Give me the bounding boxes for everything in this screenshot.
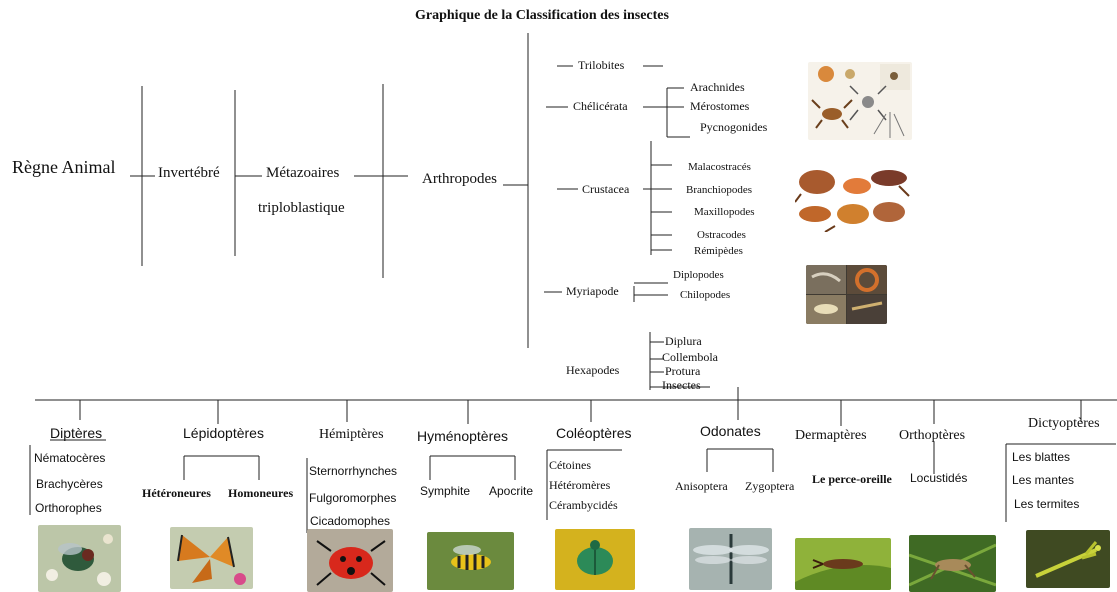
regne-label: Règne Animal [12,157,116,177]
dictyopteres-sub: Les termites [1014,497,1080,511]
hexapodes-child: Insectes [662,378,701,392]
firebug-photo [307,529,393,592]
hemipteres-sub: Fulgoromorphes [309,491,397,505]
grasshopper-photo [909,535,996,592]
invertebre-label: Invertébré [158,165,220,181]
chelicerata-child: Arachnides [690,80,745,94]
crustacea-label: Crustacea [582,182,630,196]
beetle-photo [555,529,635,590]
fly-photo [38,525,121,592]
earwig-photo [795,538,891,590]
order-coleopteres: Coléoptères [556,425,632,441]
order-dermapteres: Dermaptères [795,428,867,443]
order-orthopteres: Orthoptères [899,428,966,443]
myriapod-collage-photo [806,265,887,324]
crustacea-child: Branchiopodes [686,184,752,196]
chelicerata-child: Pycnogonides [700,120,768,134]
orthopteres-sub: Locustidés [910,471,968,485]
hemipteres-sub: Cicadomophes [310,514,391,528]
dictyopteres-sub: Les blattes [1012,450,1071,464]
hexapodes-label: Hexapodes [566,363,620,377]
arthropodes-label: Arthropodes [422,171,497,187]
lepidopteres-sub: Hétéroneures [142,486,211,500]
dictyopteres-sub: Les mantes [1012,473,1075,487]
page-title: Graphique de la Classification des insec… [415,8,669,23]
hemipteres-sub: Sternorrhynches [309,464,398,478]
chelicerata-label: Chélicérata [573,99,628,113]
coleopteres-sub: Cérambycidés [549,498,618,512]
crustacea-child: Rémipèdes [694,245,743,257]
order-dictyopteres: Dictyoptères [1028,416,1100,431]
myriapode-child: Chilopodes [680,289,731,301]
chelicerata-child: Mérostomes [690,99,750,113]
dipteres-sub: Brachycères [36,477,103,491]
butterfly-photo [170,527,253,589]
odonates-sub: Zygoptera [745,479,795,493]
hexapodes-child: Protura [665,364,701,378]
hymenopteres-sub: Symphite [420,484,471,498]
myriapode-label: Myriapode [566,284,619,298]
metazoaires-label: Métazoaires [266,165,340,181]
triploblastique-label: triploblastique [258,200,345,216]
hexapodes-child: Diplura [665,334,702,348]
dipteres-sub: Orthorophes [35,501,102,515]
hymenopteres-sub: Apocrite [489,484,534,498]
coleopteres-sub: Hétéromères [549,478,611,492]
crustacea-child: Maxillopodes [694,206,755,218]
crustacea-child: Malacostracés [688,161,751,173]
wasp-photo [427,532,514,590]
order-hymenopteres: Hyménoptères [417,428,509,444]
order-dipteres: Diptères [50,425,103,441]
coleopteres-sub: Cétoines [549,458,591,472]
arachnid-collage-photo [808,62,912,140]
crustacean-collage-photo [795,164,911,232]
dragonfly-photo [689,528,772,590]
order-odonates: Odonates [700,423,761,439]
order-hemipteres: Hémiptères [319,427,384,442]
lepidopteres-sub: Homoneures [228,486,294,500]
crustacea-child: Ostracodes [697,229,746,241]
mantis-photo [1026,530,1110,588]
dermapteres-sub: Le perce-oreille [812,472,892,486]
odonates-sub: Anisoptera [675,479,728,493]
trilobites-label: Trilobites [578,58,625,72]
order-lepidopteres: Lépidoptères [183,425,264,441]
myriapode-child: Diplopodes [673,269,724,281]
dipteres-sub: Nématocères [34,451,106,465]
hexapodes-child: Collembola [662,350,718,364]
